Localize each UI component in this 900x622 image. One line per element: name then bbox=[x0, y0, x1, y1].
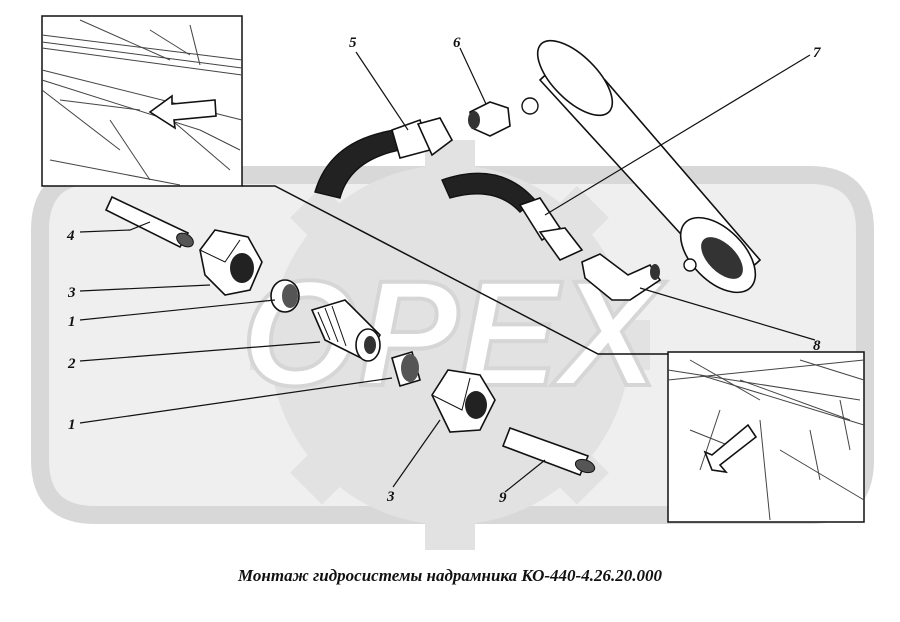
callout-1-a: 1 bbox=[68, 314, 76, 330]
callout-3-b: 3 bbox=[386, 489, 395, 505]
part-4-tube bbox=[104, 195, 194, 249]
callout-9: 9 bbox=[499, 490, 507, 506]
part-3-nut-a bbox=[199, 229, 263, 296]
part-1-ring-b bbox=[391, 351, 421, 387]
callout-3-a: 3 bbox=[67, 285, 76, 301]
figure-caption: Монтаж гидросистемы надрамника КО-440-4.… bbox=[238, 566, 662, 585]
part-6-adapter bbox=[468, 101, 511, 137]
part-5-hose bbox=[314, 117, 454, 199]
part-7-hose bbox=[441, 172, 584, 262]
connector-line bbox=[242, 185, 668, 355]
part-2-fitting bbox=[310, 299, 382, 362]
callout-8: 8 bbox=[813, 338, 821, 354]
part-7-cylinder bbox=[521, 39, 762, 294]
leader-lines bbox=[79, 47, 816, 493]
inset-frame-bottom-right bbox=[667, 351, 865, 523]
inset-frame-top-left bbox=[41, 15, 243, 187]
part-1-ring-a bbox=[270, 279, 300, 313]
arrow-icon-right bbox=[703, 423, 758, 474]
callout-7: 7 bbox=[813, 45, 821, 61]
callout-1-b: 1 bbox=[68, 417, 76, 433]
callout-4: 4 bbox=[66, 228, 75, 244]
part-3-nut-b bbox=[431, 369, 496, 433]
callout-6: 6 bbox=[453, 35, 461, 51]
arrow-icon-left bbox=[148, 94, 217, 130]
callout-5: 5 bbox=[349, 35, 357, 51]
callout-2: 2 bbox=[67, 356, 76, 372]
part-9-tube bbox=[501, 426, 596, 477]
